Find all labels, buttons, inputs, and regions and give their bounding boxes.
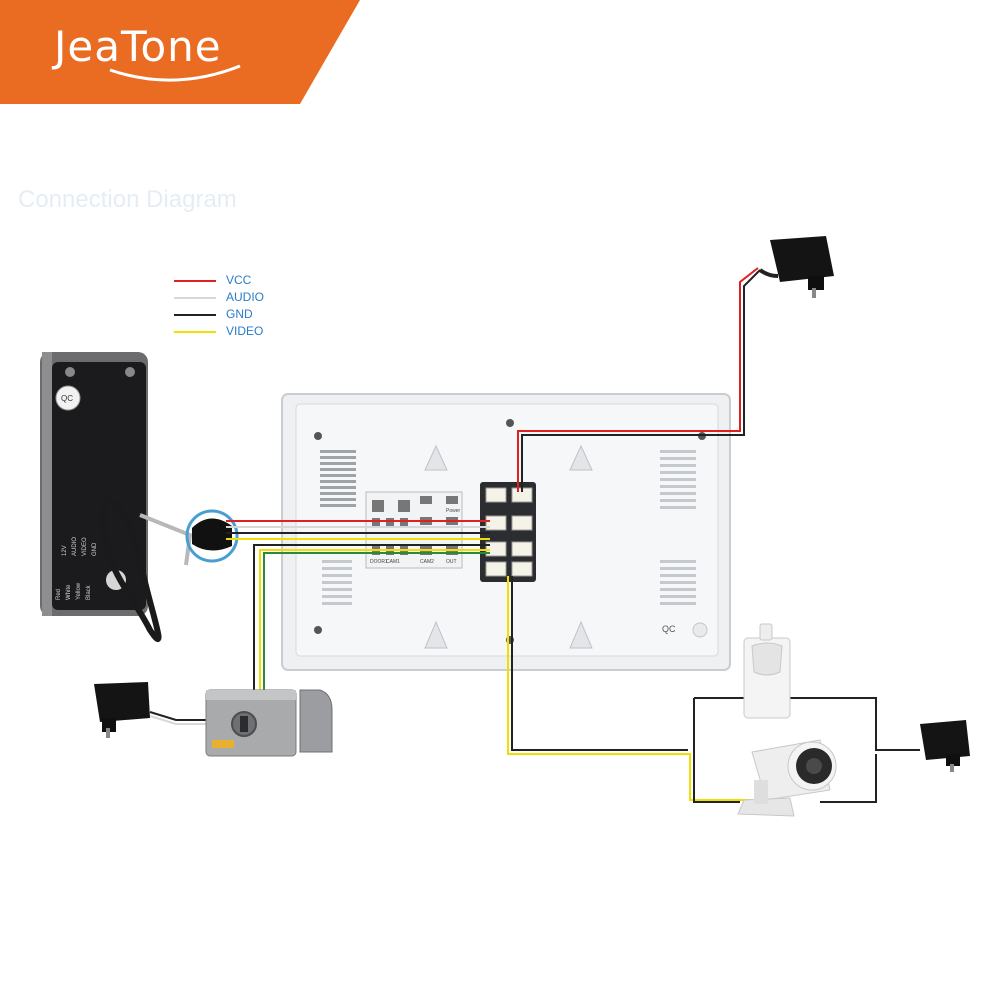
legend-item-vcc: VCC [174,272,294,289]
legend-label-gnd: GND [226,307,253,321]
electric-lock [205,689,333,757]
legend-item-audio: AUDIO [174,289,294,306]
legend-swatch-vcc [174,280,216,282]
legend-label-vcc: VCC [226,273,252,287]
door-cam-signal-label-gnd: GND [92,542,98,556]
door-cam-signal-label-video: VIDEO [82,537,88,556]
wire-bundle-end [192,518,232,551]
port-label-cam2: CAM2 [420,559,434,565]
legend-swatch-gnd [174,314,216,316]
lock-power-wire-2 [149,715,206,725]
door-cam-wire-label-yellow: Yellow [76,582,82,600]
wire-connection-highlight [185,509,239,563]
legend-item-gnd: GND [174,306,294,323]
brand-banner: JeaTone [0,0,360,104]
terminal-connectors[interactable] [485,487,533,577]
port-label-cam1: CAM1 [386,559,400,565]
wire-legend: VCC AUDIO GND VIDEO [174,272,294,340]
legend-item-video: VIDEO [174,323,294,340]
brand-banner-shape [0,0,360,104]
mount-slots [424,444,593,649]
brand-logo: JeaTone [54,22,222,71]
connector-bay [480,482,536,582]
door-cam-qc-label: QC [61,394,73,403]
legend-label-audio: AUDIO [226,290,265,304]
port-label-door1: DOOR1 [370,559,388,565]
cctv-camera-icon [737,739,837,817]
door-bell-camera: QC Red White Yellow Black 12V AUDIO VIDE… [40,352,193,642]
door-cam-bracket [139,513,193,566]
power-port-label: Power [446,508,461,514]
legend-swatch-audio [174,297,216,299]
lock-power-wire [149,711,206,721]
vent-grille [322,450,696,605]
power-adapter-icon [758,236,834,298]
door-cam-signal-label-audio: AUDIO [72,537,78,556]
motion-sensor-icon [743,623,791,719]
qc-mark: QC [662,624,676,634]
diagram-title: Connection Diagram [18,186,237,213]
speaker-grille [320,450,356,507]
legend-swatch-video [174,331,216,333]
camera-video-wires [507,576,752,801]
indoor-monitor: Power DOOR1 CAM1 CAM2 OUT QC [281,393,731,671]
monitor-power-wires [517,267,761,492]
legend-label-video: VIDEO [226,324,264,338]
door-cam-wire-label-red: Red [56,589,62,600]
door-cam-signal-label-12v: 12V [62,545,68,556]
lock-power-adapter-icon [94,682,150,738]
door-cam-wire-label-black: Black [86,584,92,600]
door-cam-wires [226,520,490,540]
door-cam-cable [100,497,162,642]
camera-power-adapter-icon [920,720,970,772]
door-cam-wire-label-white: White [66,584,72,600]
port-label-out: OUT [446,559,457,565]
